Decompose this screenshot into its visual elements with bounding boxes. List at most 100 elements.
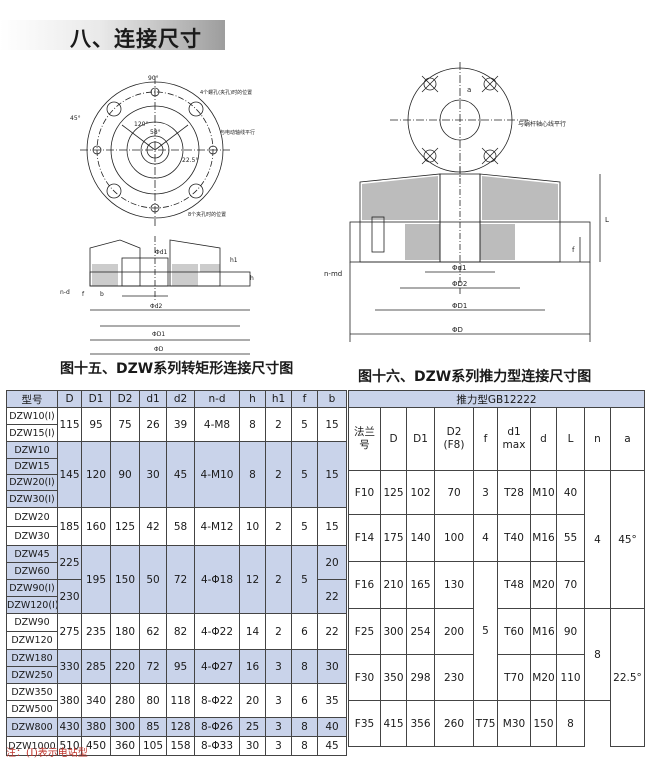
value-cell: 8-Φ33	[194, 736, 240, 756]
flange-cell: F35	[348, 700, 381, 747]
fig16-dim-d1: Φd1	[452, 264, 466, 272]
table-row: DZW45 225 195 150 50 72 4-Φ18 12 2 5 20	[6, 545, 347, 614]
fig16-dim-D1: ΦD1	[452, 302, 467, 310]
value-cell: 5	[291, 545, 318, 614]
footnote: 注：(I)表示电站型	[6, 748, 88, 759]
value-cell: 180	[110, 613, 140, 650]
col-header-n: n	[584, 407, 611, 471]
value-cell: 72	[139, 649, 167, 684]
value-cell: 340	[81, 683, 111, 718]
value-cell: 280	[110, 683, 140, 718]
value-cell: 2	[265, 507, 292, 546]
col-header-f: f	[291, 390, 318, 408]
value-cell: 210	[380, 561, 407, 609]
value-cell: 3	[265, 649, 292, 684]
value-cell: 8	[291, 717, 318, 737]
value-cell: 160	[81, 507, 111, 546]
value-cell: T48	[497, 561, 531, 609]
value-cell: 22	[317, 613, 347, 650]
col-header-D: D	[380, 407, 407, 471]
value-cell: 95	[166, 649, 195, 684]
col-header-D1: D1	[81, 390, 111, 408]
table-row: DZW350 380 340 280 80 118 8-Φ22 20 3 6 3…	[6, 683, 347, 718]
value-cell: 50	[139, 545, 167, 614]
fig15-dim-f: f	[82, 291, 85, 298]
flange-cell: F10	[348, 470, 381, 515]
value-cell: 140	[406, 514, 435, 562]
value-cell: 70	[556, 561, 585, 609]
value-cell: 195	[81, 545, 111, 614]
figure-16-caption: 图十六、DZW系列推力型连接尺寸图	[358, 369, 592, 385]
model-cell: DZW1000	[6, 736, 58, 756]
value-cell: 356	[406, 700, 435, 747]
value-cell: 45	[166, 441, 195, 508]
value-cell: 6	[291, 613, 318, 650]
value-cell: 145	[57, 441, 82, 508]
torque-dimension-table: 型号 D D1 D2 d1 d2 n-d h h1 f b DZW10(I) 1…	[6, 390, 347, 756]
value-cell: 225	[57, 545, 82, 580]
model-cell: DZW30	[6, 526, 58, 546]
value-cell: 4	[584, 470, 611, 609]
fig15-dim-D: ΦD	[154, 346, 164, 353]
fig15-angle-45: 45°	[70, 115, 81, 122]
model-cell: DZW20(I)	[6, 474, 58, 491]
fig15-dim-nd: n-d	[60, 289, 70, 296]
col-header-D2: D2 (F8)	[434, 407, 474, 471]
table-row: DZW800 430 380 300 85 128 8-Φ26 25 3 8 4…	[6, 717, 347, 737]
col-header-f: f	[473, 407, 498, 471]
model-cell: DZW10	[6, 441, 58, 459]
flange-cell: F16	[348, 561, 381, 609]
value-cell: 8	[291, 736, 318, 756]
fig15-note-8holes: 8个夹孔时的位置	[188, 211, 226, 218]
section-header: 八、连接尺寸	[0, 20, 225, 51]
fig15-note-4holes: 4个螺孔(夹孔)时的位置	[200, 89, 252, 96]
fig16-dim-D: ΦD	[452, 326, 463, 334]
value-cell: 2	[265, 407, 292, 442]
col-header-d2: d2	[166, 390, 195, 408]
table-row: F30 350 298 230 T70 M20 110	[348, 654, 645, 701]
value-cell: 200	[434, 608, 474, 655]
value-cell: 380	[81, 717, 111, 737]
value-cell: 25	[239, 717, 266, 737]
fig15-angle-120: 120°	[134, 121, 148, 128]
value-cell: 415	[380, 700, 407, 747]
figure-15-drawing: 90° 45° 120° 58° 22.5° 4个螺孔(夹孔)时的位置 与电动轴…	[60, 75, 255, 355]
value-cell: 10	[239, 507, 266, 546]
value-cell: 130	[434, 561, 474, 609]
table-row: F35 415 356 260 T75 M30 150 8	[348, 700, 645, 747]
value-cell: 118	[166, 683, 195, 718]
value-cell: 20	[239, 683, 266, 718]
col-header-D: D	[57, 390, 82, 408]
value-cell: M30	[497, 700, 531, 747]
value-cell: 22.5°	[610, 608, 645, 747]
value-cell: 5	[473, 561, 498, 701]
model-cell: DZW30(I)	[6, 490, 58, 508]
col-header-D2: D2	[110, 390, 140, 408]
fig15-angle-90: 90°	[148, 75, 159, 82]
figure-16-drawing: a 与蜗杆轴心线平行 n-md Φd1 ΦD2 ΦD1 ΦD L f	[324, 62, 609, 342]
table-row: F14 175 140 100 4 T40 M16 55	[348, 514, 645, 562]
value-cell: 15	[317, 407, 347, 442]
value-cell: 300	[380, 608, 407, 655]
value-cell: 5	[291, 407, 318, 442]
flange-cell: F14	[348, 514, 381, 562]
col-header-d1: d1	[139, 390, 167, 408]
fig15-angle-58: 58°	[150, 129, 161, 136]
value-cell: 55	[556, 514, 585, 562]
value-cell: 350	[380, 654, 407, 701]
thrust-table-title: 推力型GB12222	[348, 390, 645, 408]
value-cell: 72	[166, 545, 195, 614]
value-cell: 220	[110, 649, 140, 684]
value-cell: 12	[239, 545, 266, 614]
value-cell: 14	[239, 613, 266, 650]
value-cell: 105	[139, 736, 167, 756]
table-row: F25 300 254 200 T60 M16 90 8 22.5°	[348, 608, 645, 747]
col-header-h1: h1	[265, 390, 292, 408]
col-header-a: a	[610, 407, 645, 471]
value-cell: 90	[110, 441, 140, 508]
model-cell: DZW45	[6, 545, 58, 563]
value-cell: M20	[530, 561, 557, 609]
value-cell: M16	[530, 514, 557, 562]
value-cell: 165	[406, 561, 435, 609]
table-row: F10 125 102 70 3 T28 M10 40 4 45°	[348, 470, 645, 609]
